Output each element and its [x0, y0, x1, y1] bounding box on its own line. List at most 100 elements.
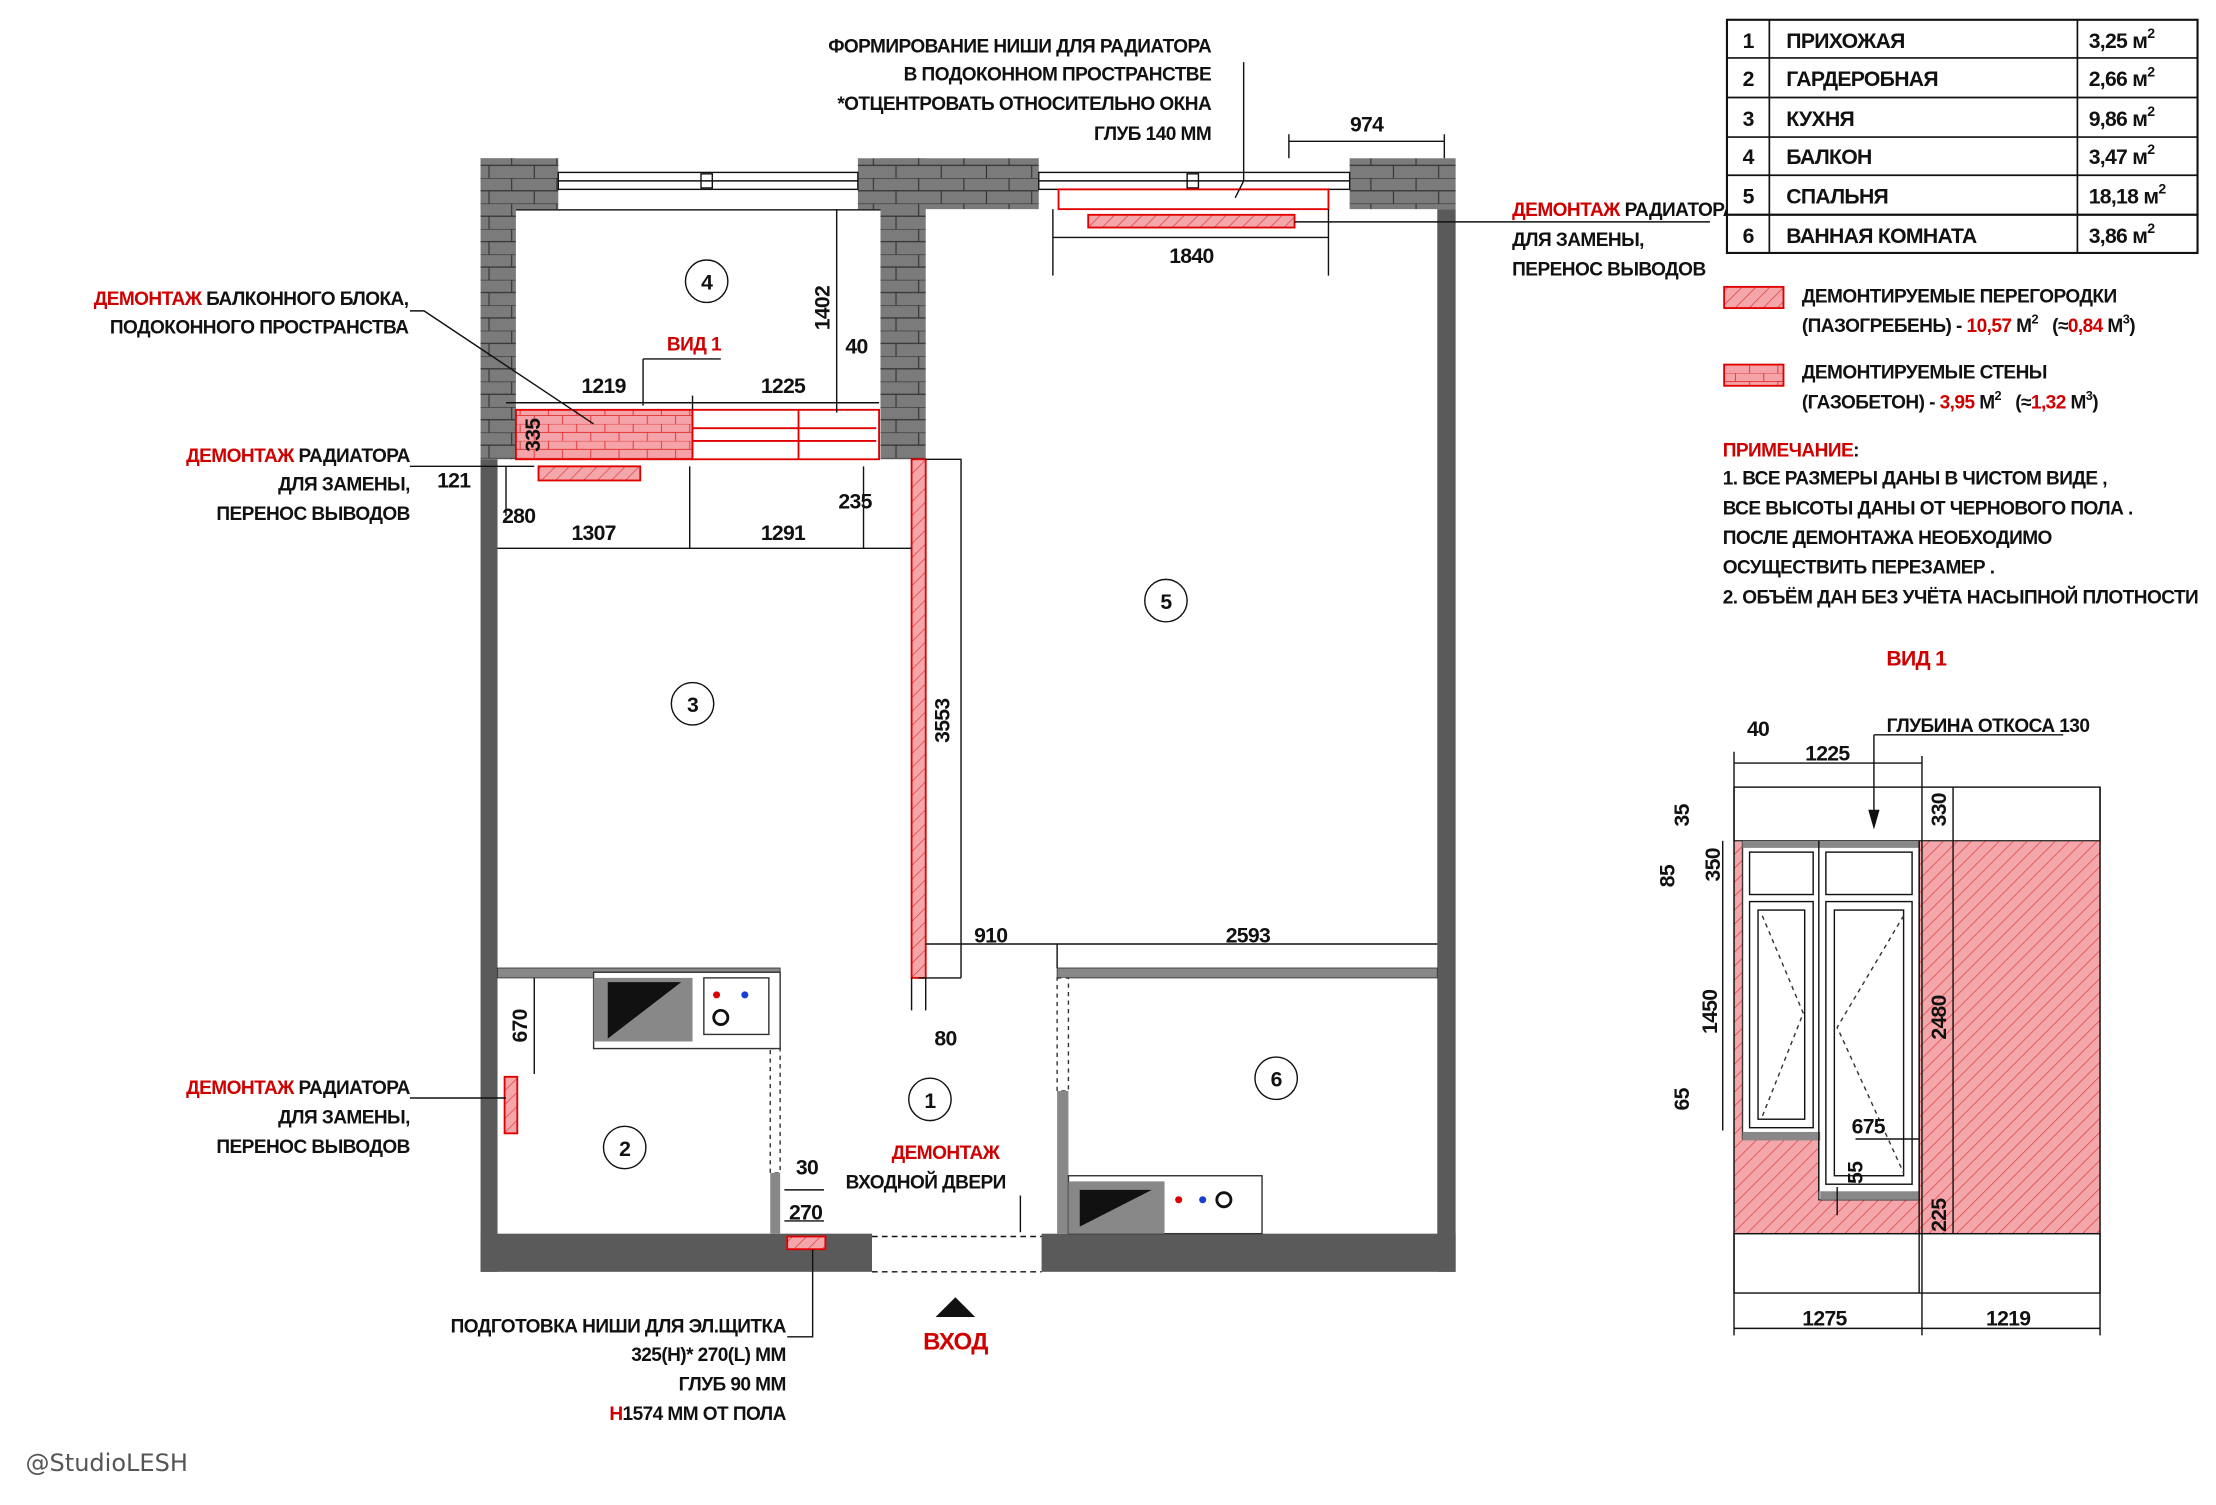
- slope-depth-label: ГЛУБИНА ОТКОСА 130: [1887, 716, 2090, 737]
- radiator-note-kitchen-line3: ПЕРЕНОС ВЫВОДОВ: [216, 504, 410, 525]
- balcony-block-demolition: [514, 408, 880, 461]
- panel-niche-line4: Н1574 ММ ОТ ПОЛА: [609, 1404, 786, 1425]
- room-area: 9,86 м2: [2089, 103, 2156, 131]
- room-label-1: 1: [924, 1090, 936, 1113]
- v1-dim-35: 35: [1671, 803, 1694, 826]
- room-label-3: 3: [687, 694, 699, 717]
- dim-1307: 1307: [571, 522, 615, 545]
- v1-dim-1275: 1275: [1802, 1308, 1847, 1331]
- radiator-balcony: [537, 465, 642, 482]
- rooms-table-rows: 1 ПРИХОЖАЯ 3,25 м2 2 ГАРДЕРОБНАЯ 2,66 м2…: [1743, 25, 2167, 208]
- dim-2593: 2593: [1226, 925, 1271, 948]
- radiator-note-wardrobe-line2: ДЛЯ ЗАМЕНЫ,: [278, 1107, 410, 1128]
- dim-270: 270: [789, 1202, 822, 1225]
- dim-974: 974: [1350, 113, 1384, 136]
- room-label-2: 2: [619, 1138, 630, 1161]
- note-line: ВСЕ ВЫСОТЫ ДАНЫ ОТ ЧЕРНОВОГО ПОЛА .: [1723, 498, 2133, 519]
- room-name: КУХНЯ: [1786, 108, 1854, 131]
- niche-note-line3: *ОТЦЕНТРОВАТЬ ОТНОСИТЕЛЬНО ОКНА: [837, 94, 1212, 115]
- radiator-wardrobe: [503, 1075, 519, 1135]
- v1-dim-2480: 2480: [1928, 995, 1951, 1039]
- dim-910: 910: [974, 925, 1007, 948]
- radiator-note-top-line3: ПЕРЕНОС ВЫВОДОВ: [1512, 260, 1706, 281]
- watermark: @StudioLESH: [26, 1449, 188, 1477]
- radiator-note-top: ДЕМОНТАЖ РАДИАТОРА: [1512, 200, 1737, 221]
- v1-dim-40: 40: [1747, 718, 1769, 741]
- dim-280: 280: [502, 505, 535, 528]
- v1-dim-1225: 1225: [1805, 742, 1850, 765]
- exterior-walls: [480, 158, 1456, 1272]
- rooms-table: [1725, 18, 2199, 216]
- room-num: 5: [1743, 185, 1755, 208]
- dim-1225: 1225: [761, 375, 806, 398]
- legend-partitions-line2: (ПАЗОГРЕБЕНЬ) - 10,57 М2 (≈0,84 М3): [1802, 312, 2135, 337]
- niche-note-line1: ФОРМИРОВАНИЕ НИШИ ДЛЯ РАДИАТОРА: [828, 36, 1212, 57]
- note: ПРИМЕЧАНИЕ: 1. ВСЕ РАЗМЕРЫ ДАНЫ В ЧИСТОМ…: [1723, 440, 2199, 608]
- room-name: БАЛКОН: [1786, 146, 1871, 169]
- panel-niche-line1: ПОДГОТОВКА НИШИ ДЛЯ ЭЛ.ЩИТКА: [451, 1317, 787, 1338]
- legend-walls-line2: (ГАЗОБЕТОН) - 3,95 М2 (≈1,32 М3): [1802, 388, 2098, 413]
- dimension-lines: [409, 62, 1710, 1338]
- room-num: 2: [1743, 68, 1754, 91]
- legend: ДЕМОНТИРУЕМЫЕ ПЕРЕГОРОДКИ (ПАЗОГРЕБЕНЬ) …: [1723, 285, 2136, 413]
- dim-1402: 1402: [812, 286, 835, 330]
- niche-note-line2: В ПОДОКОННОМ ПРОСТРАНСТВЕ: [904, 65, 1212, 86]
- panel-niche: [786, 1235, 827, 1251]
- room-num: 4: [1743, 146, 1755, 169]
- room-area: 3,86 м2: [2089, 220, 2156, 248]
- radiator-note-wardrobe-line3: ПЕРЕНОС ВЫВОДОВ: [216, 1137, 410, 1158]
- room-name: ПРИХОЖАЯ: [1786, 30, 1904, 53]
- room-markers: 1 2 3 4 5 6: [602, 259, 1299, 1170]
- plan-annotations: ФОРМИРОВАНИЕ НИШИ ДЛЯ РАДИАТОРА В ПОДОКО…: [94, 36, 1738, 1425]
- v1-dim-225: 225: [1928, 1198, 1951, 1232]
- partition-demolition: [910, 458, 927, 979]
- note-line: ПОСЛЕ ДЕМОНТАЖА НЕОБХОДИМО: [1723, 528, 2053, 549]
- note-line: ОСУЩЕСТВИТЬ ПЕРЕЗАМЕР .: [1723, 558, 1995, 579]
- radiator-note-top-line2: ДЛЯ ЗАМЕНЫ,: [1512, 230, 1644, 251]
- room-num: 1: [1743, 30, 1755, 53]
- room-num: 6: [1743, 225, 1755, 248]
- niche-note-line4: ГЛУБ 140 ММ: [1094, 124, 1211, 145]
- room-area: 2,66 м2: [2089, 63, 2156, 91]
- door-demolish-label: ДЕМОНТАЖ: [892, 1143, 1001, 1164]
- room-label-6: 6: [1271, 1069, 1283, 1092]
- dim-40: 40: [845, 335, 867, 358]
- dim-3553: 3553: [932, 698, 955, 743]
- view1-marker: ВИД 1: [667, 334, 722, 355]
- dim-235: 235: [838, 491, 872, 514]
- v1-dim-675: 675: [1852, 1115, 1886, 1138]
- dim-335: 335: [522, 418, 545, 452]
- room-name: ВАННАЯ КОМНАТА: [1786, 225, 1977, 248]
- panel-niche-line2: 325(Н)* 270(L) ММ: [631, 1345, 786, 1366]
- radiator-note-kitchen: ДЕМОНТАЖ РАДИАТОРА: [186, 446, 411, 467]
- wall-swatch: [1723, 363, 1785, 387]
- v1-dim-330: 330: [1928, 793, 1951, 826]
- radiator-bedroom: [1087, 213, 1296, 229]
- radiator-niche: [1057, 188, 1330, 211]
- room-name: СПАЛЬНЯ: [1786, 185, 1888, 208]
- legend-partitions-line1: ДЕМОНТИРУЕМЫЕ ПЕРЕГОРОДКИ: [1802, 286, 2117, 307]
- dim-30: 30: [796, 1156, 818, 1179]
- room-area: 3,47 м2: [2089, 141, 2156, 169]
- v1-dim-1450: 1450: [1699, 990, 1722, 1034]
- dim-121: 121: [437, 470, 471, 493]
- radiator-note-kitchen-line2: ДЛЯ ЗАМЕНЫ,: [278, 474, 410, 495]
- interior-walls: [497, 967, 1438, 1273]
- v1-dim-65: 65: [1671, 1087, 1694, 1110]
- view1-title: ВИД 1: [1886, 648, 1947, 671]
- dim-670: 670: [509, 1009, 532, 1042]
- entrance-label: ВХОД: [923, 1329, 988, 1356]
- balcony-note: ДЕМОНТАЖ БАЛКОННОГО БЛОКА,: [94, 289, 409, 310]
- dim-80: 80: [934, 1028, 956, 1051]
- room-num: 3: [1743, 108, 1755, 131]
- legend-walls-line1: ДЕМОНТИРУЕМЫЕ СТЕНЫ: [1802, 363, 2047, 384]
- balcony-note-line2: ПОДОКОННОГО ПРОСТРАНСТВА: [110, 318, 409, 339]
- radiator-note-wardrobe: ДЕМОНТАЖ РАДИАТОРА: [186, 1078, 411, 1099]
- note-line: 2. ОБЪЁМ ДАН БЕЗ УЧЁТА НАСЫПНОЙ ПЛОТНОСТ…: [1723, 586, 2198, 608]
- entrance-arrow-icon: [935, 1297, 976, 1318]
- arrow-icon: [1868, 809, 1880, 830]
- room-label-4: 4: [701, 272, 713, 295]
- note-title: ПРИМЕЧАНИЕ:: [1723, 440, 1859, 461]
- room-area: 3,25 м2: [2089, 25, 2156, 53]
- v1-dim-85: 85: [1657, 864, 1680, 887]
